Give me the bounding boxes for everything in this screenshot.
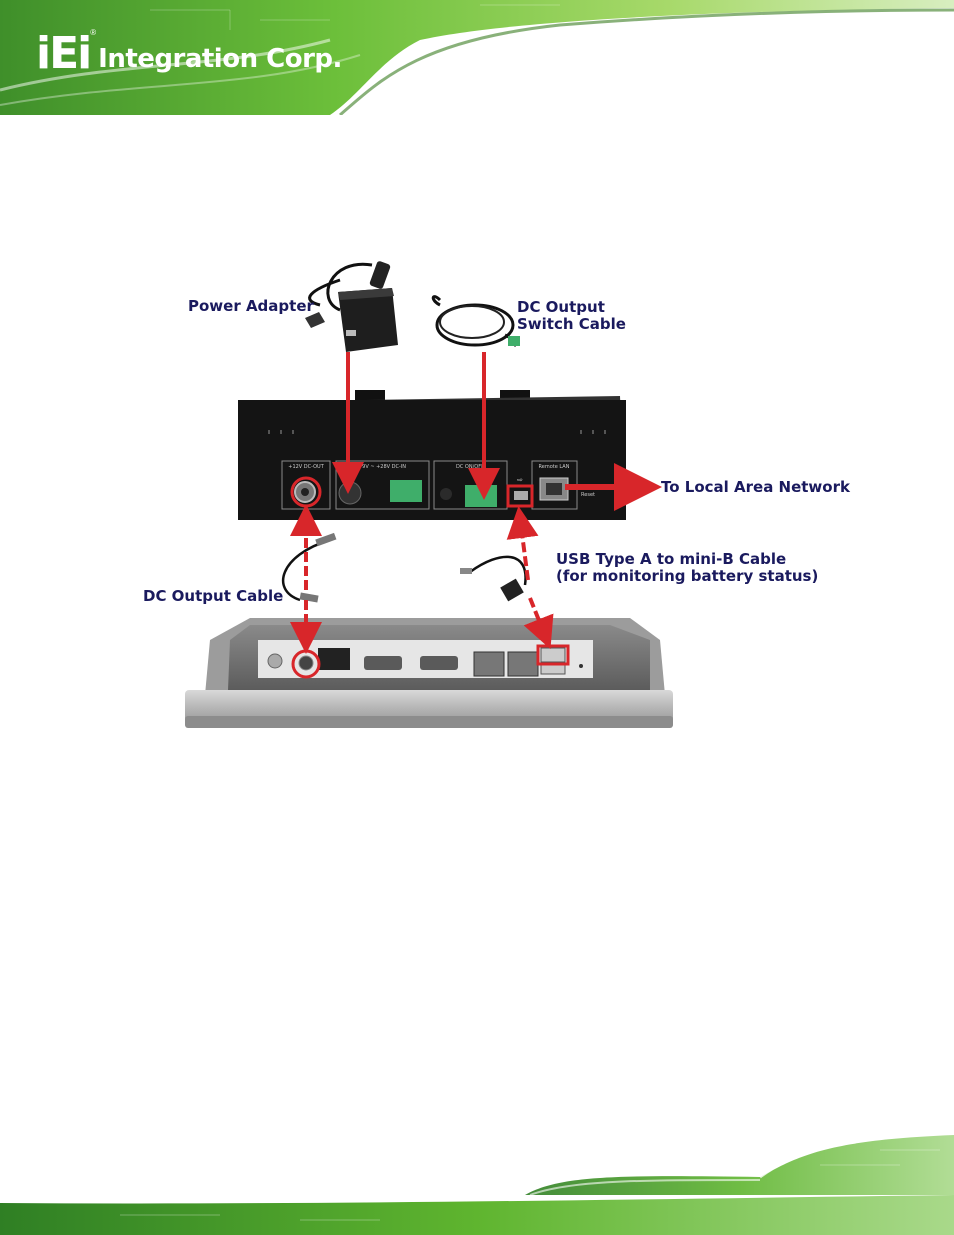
dc-output-switch-cable-label-line2: Switch Cable xyxy=(517,316,626,333)
panel-pc-image xyxy=(185,618,673,728)
footer-banner xyxy=(0,1135,954,1235)
dc-output-cable-label: DC Output Cable xyxy=(143,588,283,605)
dc-output-switch-cable-label-line1: DC Output xyxy=(517,299,605,316)
usb-cable-label-line2: (for monitoring battery status) xyxy=(556,568,818,585)
reset-label: Reset xyxy=(581,492,595,498)
dc-output-switch-cable-image xyxy=(433,297,520,346)
port-dc-in-label: +9V ~ +28V DC-IN xyxy=(358,464,406,470)
usb-cable-image xyxy=(460,557,526,602)
svg-text:⇨: ⇨ xyxy=(517,476,523,484)
port-remote-lan-label: Remote LAN xyxy=(539,464,570,470)
to-local-area-network-label: To Local Area Network xyxy=(661,479,850,496)
dc-output-cable-image xyxy=(283,533,336,603)
usb-cable-label-line1: USB Type A to mini-B Cable xyxy=(556,551,786,568)
power-adapter-image xyxy=(305,260,398,352)
power-adapter-label: Power Adapter xyxy=(188,298,314,315)
port-12v-dc-out-label: +12V DC-OUT xyxy=(288,464,324,470)
port-dc-onoff-label: DC ON/OFF xyxy=(456,464,484,470)
